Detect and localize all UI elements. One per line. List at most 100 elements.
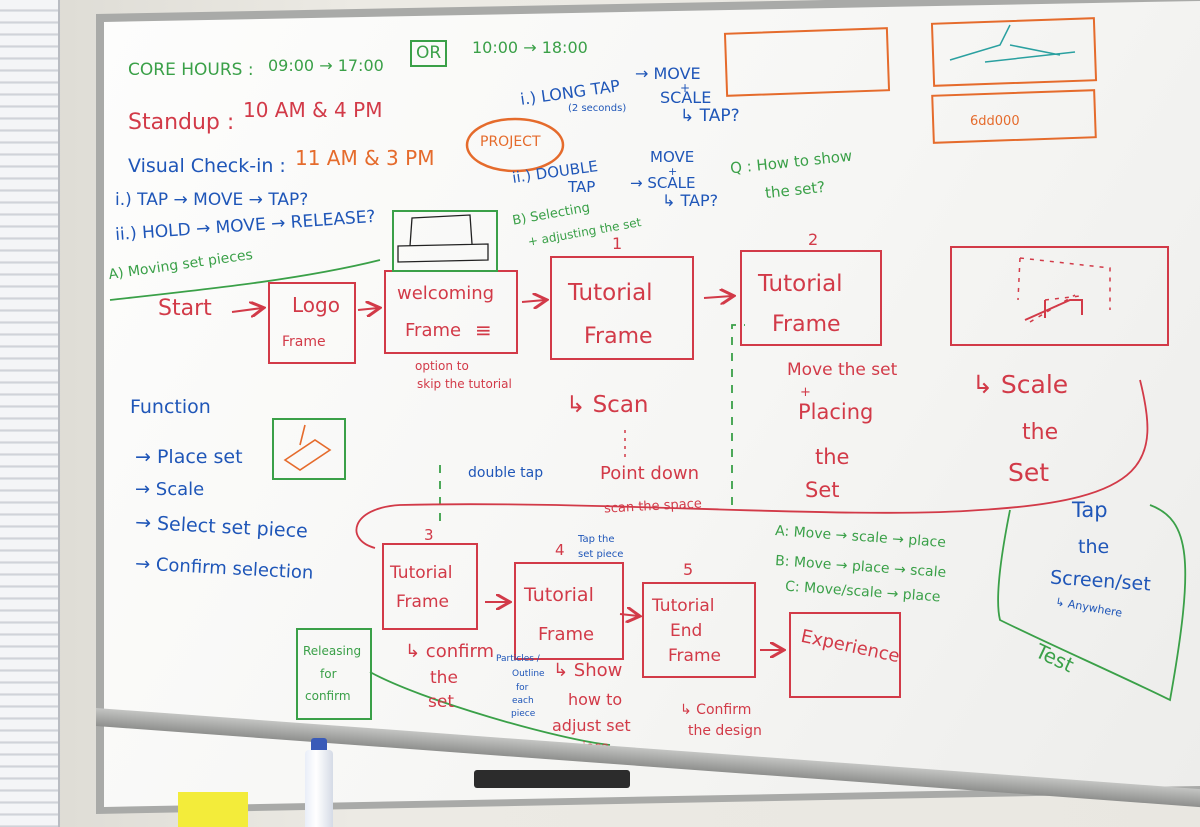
thumbnail-scene xyxy=(930,17,1098,87)
double-tap-plus: + xyxy=(668,165,678,178)
step-number-1: 1 xyxy=(612,234,623,253)
step-number-3: 3 xyxy=(424,526,434,544)
scale-set-1: ↳ Scale xyxy=(972,370,1069,399)
tutorial-frame-2-box xyxy=(740,250,882,346)
placing-label: Placing xyxy=(798,400,874,424)
tutorial-frame-4-sub: Frame xyxy=(538,624,595,645)
tutorial-end-frame-box xyxy=(642,582,756,678)
double-tap-note: double tap xyxy=(468,465,544,481)
visual-checkin-label: Visual Check-in : xyxy=(128,155,286,177)
tutorial-frame-1-box xyxy=(550,256,694,360)
release-note-3: confirm xyxy=(305,689,351,703)
core-hours-option-1: 09:00 → 17:00 xyxy=(268,56,384,75)
particles-4: each xyxy=(512,696,534,706)
thumbnail-empty xyxy=(723,27,891,97)
double-tap-scale: → SCALE xyxy=(630,174,696,192)
flow-start: Start xyxy=(158,296,212,321)
red-loop xyxy=(355,379,1149,549)
placing-set: Set xyxy=(805,478,840,502)
experience-box xyxy=(789,612,901,698)
project-bubble-outline xyxy=(465,117,565,173)
long-tap-tap: ↳ TAP? xyxy=(680,106,740,126)
tutorial-frame-3-title: Tutorial xyxy=(390,563,453,583)
double-tap-move: MOVE xyxy=(650,148,695,166)
welcoming-frame-text: Frame xyxy=(405,320,462,341)
standup-times: 10 AM & 4 PM xyxy=(243,98,383,122)
show-3: adjust set xyxy=(552,716,631,735)
arrow-start-logo xyxy=(231,308,262,312)
sketch-scale-set xyxy=(1017,257,1111,323)
function-item-2: → Scale xyxy=(135,479,205,500)
move-plus: + xyxy=(800,385,811,400)
scale-set-3: Set xyxy=(1008,458,1050,487)
step-number-2: 2 xyxy=(808,230,819,249)
double-tap-tap: ↳ TAP? xyxy=(662,191,719,210)
show-2: how to xyxy=(568,690,623,709)
tutorial-end-end: End xyxy=(670,621,703,641)
tutorial-frame-3-box xyxy=(382,543,478,630)
long-tap-sub: (2 seconds) xyxy=(568,103,627,114)
green-release-curve xyxy=(369,671,611,746)
long-tap-scale: SCALE xyxy=(660,88,712,107)
particles-5: piece xyxy=(511,709,536,719)
logo-text: Logo xyxy=(292,293,340,317)
sketch-set-chair xyxy=(1024,299,1083,321)
function-title: Function xyxy=(130,396,211,418)
scale-set-2: the xyxy=(1022,420,1059,445)
double-tap-label-2: TAP xyxy=(568,178,596,196)
confirm-set-2: the xyxy=(430,668,458,688)
particles-3: for xyxy=(516,683,529,693)
logo-frame-box xyxy=(268,282,356,364)
visual-checkin-times: 11 AM & 3 PM xyxy=(295,146,435,170)
core-hours-label: CORE HOURS : xyxy=(128,60,254,80)
tutorial-end-title: Tutorial xyxy=(652,596,715,616)
particles-2: Outline xyxy=(512,669,545,679)
tutorial-end-frame: Frame xyxy=(668,646,721,666)
tutorial-frame-2-title: Tutorial xyxy=(758,271,843,297)
long-tap-move: → MOVE xyxy=(635,64,701,83)
release-note-1: Releasing xyxy=(303,644,362,658)
tap-screen-1: Tap xyxy=(1072,498,1108,522)
function-sketch-frame xyxy=(272,418,346,480)
option-skip-2: skip the tutorial xyxy=(417,377,512,391)
eraser xyxy=(474,770,630,788)
tap-screen-2: the xyxy=(1078,536,1110,558)
stage-sketch-frame xyxy=(392,210,498,272)
confirm-design-1: ↳ Confirm xyxy=(680,702,752,718)
confirm-set-1: ↳ confirm xyxy=(405,641,495,662)
long-tap-plus: + xyxy=(680,81,691,95)
menu-icon: ≡ xyxy=(475,318,492,342)
arrow-logo-welcome xyxy=(357,308,378,310)
show-1: ↳ Show xyxy=(553,660,623,681)
tutorial-frame-4-box xyxy=(514,562,624,660)
placing-the: the xyxy=(815,445,850,469)
step-number-4: 4 xyxy=(555,541,565,559)
arrow-tut1-tut2 xyxy=(703,296,732,298)
particles-1: Particles / xyxy=(496,654,540,664)
release-note-box xyxy=(296,628,372,720)
function-item-1: → Place set xyxy=(135,446,243,468)
move-the-set: Move the set xyxy=(787,360,898,380)
sticky-notes xyxy=(178,792,248,827)
arrow-welcome-tut1 xyxy=(521,300,545,302)
green-curve xyxy=(109,259,381,301)
point-down-label: Point down xyxy=(600,463,699,484)
tap-piece-1: Tap the xyxy=(578,534,615,545)
sketch-top-right xyxy=(949,24,1076,63)
tutorial-frame-2-sub: Frame xyxy=(772,312,841,337)
thumbnail-text: 6dd000 xyxy=(970,114,1020,129)
welcoming-text: welcoming xyxy=(397,283,495,304)
confirm-set-3: set xyxy=(428,692,454,712)
tap-piece-2: set piece xyxy=(578,549,624,560)
scan-label: ↳ Scan xyxy=(566,392,649,418)
tutorial-frame-1-title: Tutorial xyxy=(568,280,653,306)
step-number-5: 5 xyxy=(683,560,694,579)
moving-option-i: i.) TAP → MOVE → TAP? xyxy=(115,190,309,210)
option-skip-1: option to xyxy=(415,359,469,373)
dashed-green-loop xyxy=(439,324,745,525)
standup-label: Standup : xyxy=(128,110,235,135)
release-note-2: for xyxy=(320,667,337,681)
window-blinds xyxy=(0,0,60,827)
